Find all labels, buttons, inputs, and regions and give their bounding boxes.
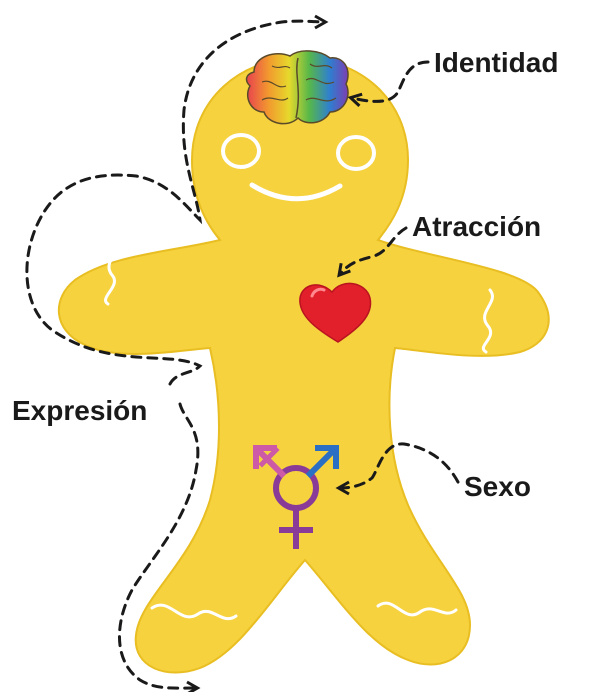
gingerbread-body — [59, 58, 549, 673]
label-attraction: Atracción — [412, 211, 541, 242]
label-expression: Expresión — [12, 395, 147, 426]
label-sex: Sexo — [464, 471, 531, 502]
label-identity: Identidad — [434, 47, 558, 78]
